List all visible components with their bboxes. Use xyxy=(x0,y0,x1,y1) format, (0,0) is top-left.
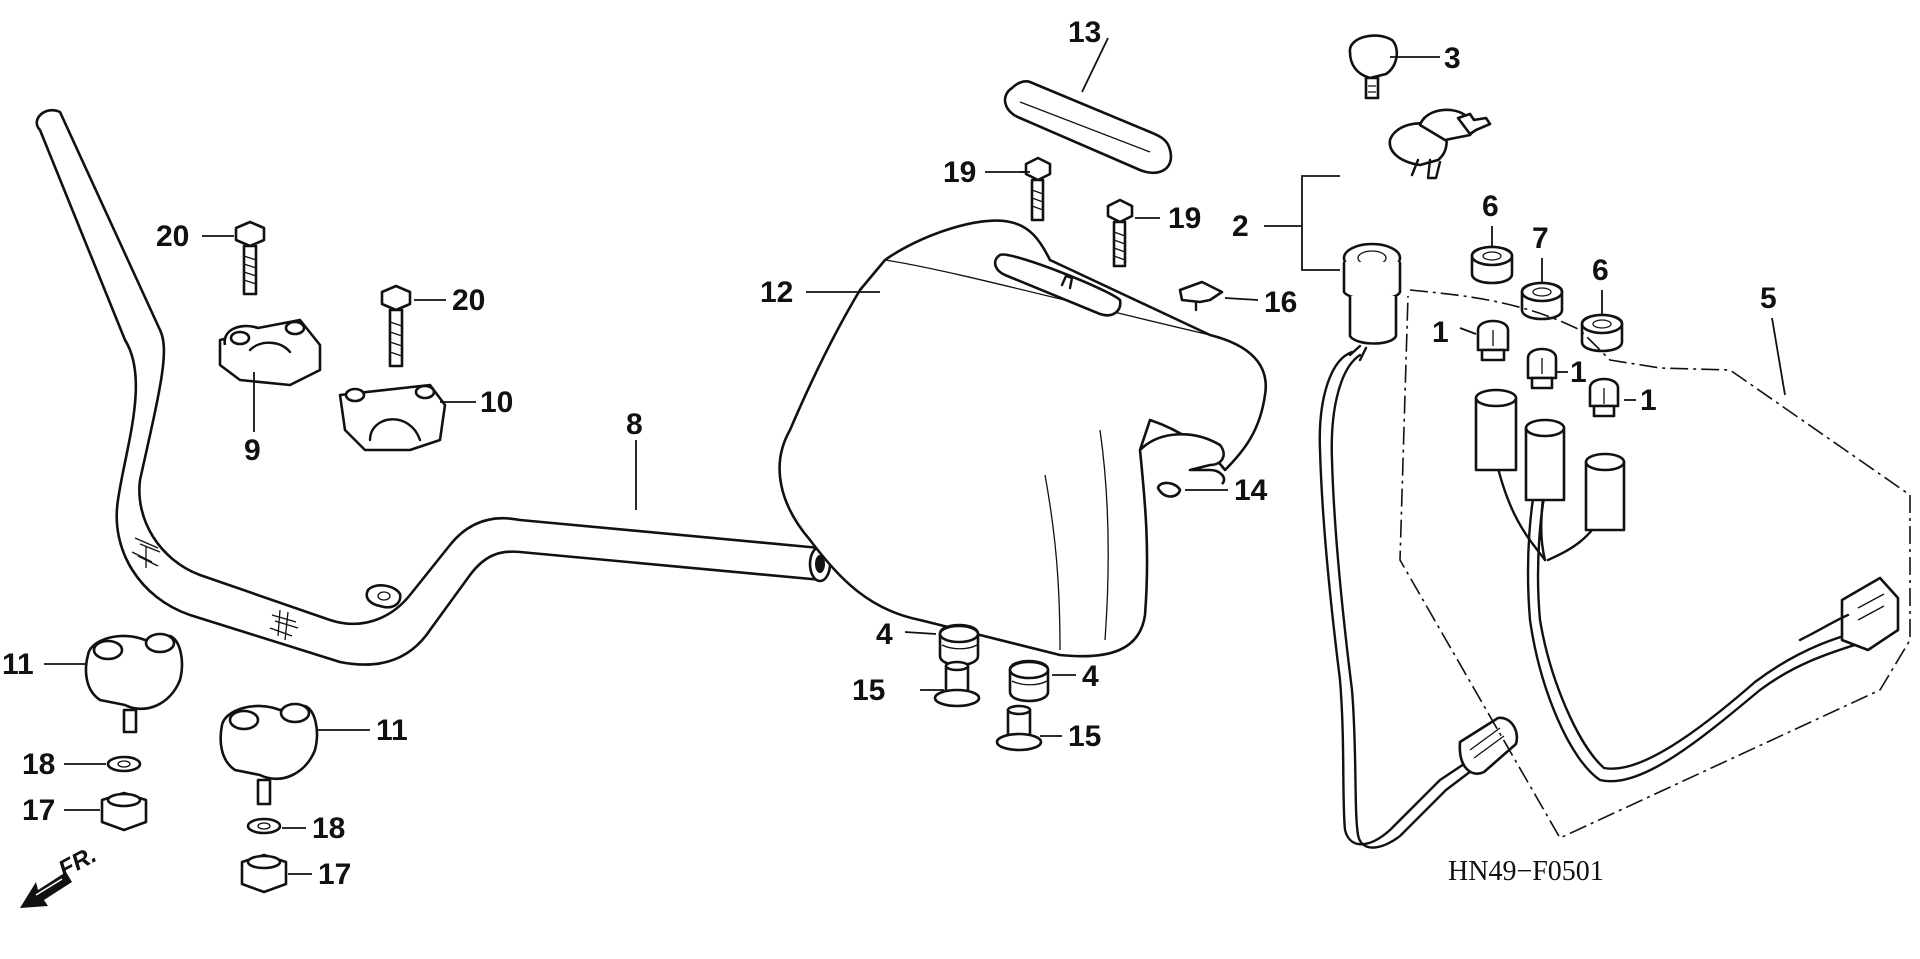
cover-part-13 xyxy=(1003,80,1173,175)
callout-18b: 18 xyxy=(312,812,345,845)
washer-part-18a xyxy=(106,755,142,773)
clip-part-14 xyxy=(1156,481,1182,498)
handlebar-part-8 xyxy=(35,109,832,666)
callout-7: 7 xyxy=(1532,222,1549,255)
bulb-part-1c xyxy=(1588,377,1620,418)
callout-11a: 11 xyxy=(2,648,34,681)
grommet-part-4a xyxy=(938,623,980,667)
callout-12: 12 xyxy=(760,276,793,309)
nut-part-17a xyxy=(100,791,148,832)
callout-20b: 20 xyxy=(452,284,485,317)
nut-part-17b xyxy=(240,853,288,894)
callout-13: 13 xyxy=(1068,16,1101,49)
screw-part-19a xyxy=(1024,156,1052,222)
callout-labels: 3 13 19 19 2 16 12 14 4 4 15 15 20 20 9 … xyxy=(2,16,1777,891)
bulb-part-1a xyxy=(1476,319,1510,362)
cap-part-6a xyxy=(1470,245,1514,285)
front-direction-arrow-icon xyxy=(20,872,72,908)
ignition-switch-part-2 xyxy=(1342,108,1492,362)
callout-17b: 17 xyxy=(318,858,351,891)
leader-lines xyxy=(44,37,1786,875)
cap-part-7 xyxy=(1520,281,1564,321)
drawing-code: HN49−F0501 xyxy=(1448,856,1604,887)
callout-6b: 6 xyxy=(1592,254,1609,287)
key-part-3 xyxy=(1348,34,1399,100)
collar-part-15a xyxy=(933,660,981,708)
holder-part-10 xyxy=(338,383,447,452)
callout-9: 9 xyxy=(244,434,261,467)
grommet-part-4b xyxy=(1008,659,1050,703)
callout-3: 3 xyxy=(1444,42,1461,75)
callout-4b: 4 xyxy=(1082,660,1099,693)
collar-part-15b xyxy=(995,704,1043,752)
callout-4a: 4 xyxy=(876,618,893,651)
holder-lower-part-11b xyxy=(219,702,319,806)
callout-16: 16 xyxy=(1264,286,1297,319)
callout-11b: 11 xyxy=(376,714,408,747)
callout-19b: 19 xyxy=(1168,202,1201,235)
callout-17a: 17 xyxy=(22,794,55,827)
callout-20a: 20 xyxy=(156,220,189,253)
washer-part-18b xyxy=(246,817,282,835)
callout-6a: 6 xyxy=(1482,190,1499,223)
callout-8: 8 xyxy=(626,408,643,441)
callout-1c: 1 xyxy=(1640,384,1657,417)
wire-harness-part-5 xyxy=(1318,350,1900,849)
cap-part-6b xyxy=(1580,313,1624,353)
assembly-5-boundary xyxy=(1399,289,1911,840)
callout-18a: 18 xyxy=(22,748,55,781)
screw-part-19b xyxy=(1106,198,1134,268)
callout-5: 5 xyxy=(1760,282,1777,315)
holder-upper-part-9 xyxy=(218,318,322,387)
holder-lower-part-11a xyxy=(84,632,184,734)
bulb-part-1b xyxy=(1526,347,1558,390)
grommet-part-16 xyxy=(1178,280,1224,312)
callout-14: 14 xyxy=(1234,474,1268,507)
bolt-part-20b xyxy=(380,284,412,368)
callout-15a: 15 xyxy=(852,674,885,707)
callout-19a: 19 xyxy=(943,156,976,189)
callout-1a: 1 xyxy=(1432,316,1449,349)
callout-15b: 15 xyxy=(1068,720,1101,753)
handle-cover-part-12 xyxy=(778,219,1268,658)
callout-1b: 1 xyxy=(1570,356,1587,389)
bolt-part-20a xyxy=(234,220,266,296)
callout-2: 2 xyxy=(1232,210,1249,243)
callout-10: 10 xyxy=(480,386,513,419)
